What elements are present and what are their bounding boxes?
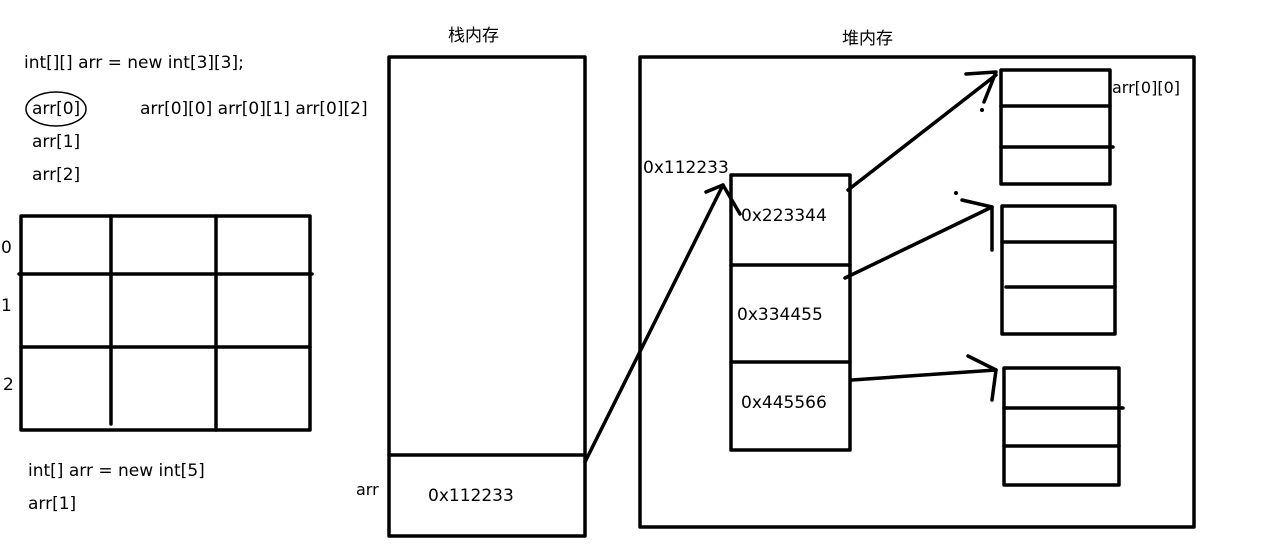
code-row2: arr[2] — [32, 165, 81, 185]
outer-array-block — [729, 173, 852, 452]
code-decl-2d: int[][] arr = new int[3][3]; — [24, 53, 244, 73]
stack-value: 0x112233 — [428, 486, 514, 506]
code-decl-1d: int[] arr = new int[5] — [28, 461, 205, 481]
grid-row-label-1: 1 — [1, 296, 12, 316]
arrow-cell2-to-inner2 — [850, 354, 998, 402]
arrow-stack-to-heap — [583, 183, 742, 464]
code-elements: arr[0][0] arr[0][1] arr[0][2] — [140, 99, 368, 119]
stack-memory-box — [387, 55, 587, 538]
code-row1: arr[1] — [32, 132, 81, 152]
outer-cell-1: 0x334455 — [737, 305, 823, 325]
code-row0: arr[0] — [32, 99, 81, 119]
inner-first-cell-label: arr[0][0] — [1112, 78, 1181, 97]
inner-array-1 — [1000, 204, 1117, 336]
arrow-cell0-to-inner0 — [846, 70, 998, 192]
inner-array-0 — [999, 68, 1115, 186]
grid-3x3 — [17, 214, 314, 432]
heap-memory-box — [638, 55, 1196, 529]
highlight-circle — [25, 91, 87, 127]
grid-row-label-2: 2 — [3, 375, 14, 395]
stack-var-name: arr — [356, 480, 379, 499]
outer-cell-0: 0x223344 — [741, 206, 827, 226]
stack-title: 栈内存 — [448, 26, 499, 46]
heap-title: 堆内存 — [842, 29, 893, 49]
outer-cell-2: 0x445566 — [741, 393, 827, 413]
heap-outer-address: 0x112233 — [643, 158, 729, 178]
grid-row-label-0: 0 — [1, 238, 12, 258]
inner-array-2 — [1002, 366, 1125, 487]
arrow-cell1-to-inner1 — [843, 198, 994, 280]
code-elem-1d: arr[1] — [28, 494, 77, 514]
